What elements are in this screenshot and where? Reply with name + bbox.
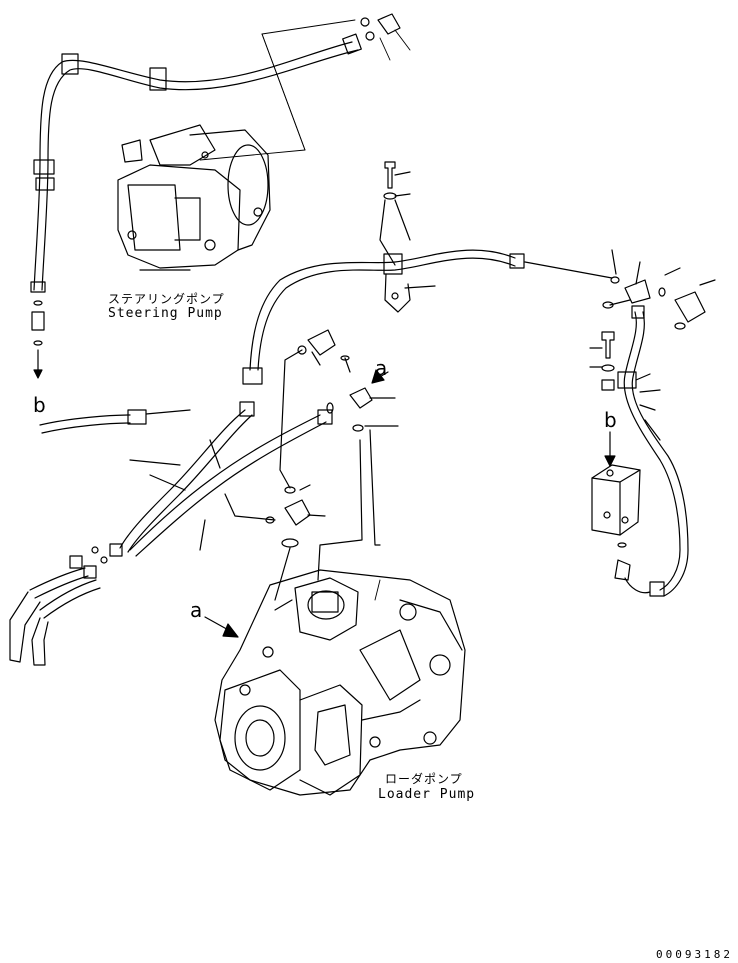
lower-fittings	[224, 429, 381, 601]
loader-pump-label-en: Loader Pump	[378, 787, 476, 802]
bolt-middle	[379, 161, 436, 289]
loader-pump-label-jp: ローダポンプ	[385, 772, 463, 786]
steering-pump-label-jp: ステアリングポンプ	[108, 292, 225, 306]
steering-hose	[30, 33, 362, 293]
loader-pump	[214, 569, 466, 796]
valve-block	[591, 464, 641, 548]
right-fittings	[602, 249, 716, 330]
steering-pump-label-en: Steering Pump	[108, 306, 223, 321]
twin-hoses	[119, 401, 333, 557]
right-hose	[614, 305, 689, 597]
arrow-a-lower	[204, 616, 239, 638]
hose-b-left	[39, 409, 191, 434]
misc-leaders	[374, 579, 381, 601]
drawing-number: 00093182	[656, 948, 733, 961]
arrow-b-right	[604, 431, 616, 467]
steering-fitting	[31, 300, 45, 379]
ref-b-right: b	[604, 408, 617, 432]
steering-pump	[117, 124, 271, 271]
ref-a-lower: a	[190, 598, 203, 622]
top-fittings	[360, 13, 401, 41]
upper-tube	[242, 249, 613, 385]
middle-fittings	[279, 329, 399, 489]
steering-pump-leaders	[199, 19, 411, 161]
right-bolt	[589, 331, 615, 391]
ref-a-upper: a	[375, 356, 388, 380]
arrow-a-upper	[371, 369, 389, 384]
left-tube-bundle	[9, 543, 123, 666]
ref-b-left: b	[33, 393, 46, 417]
